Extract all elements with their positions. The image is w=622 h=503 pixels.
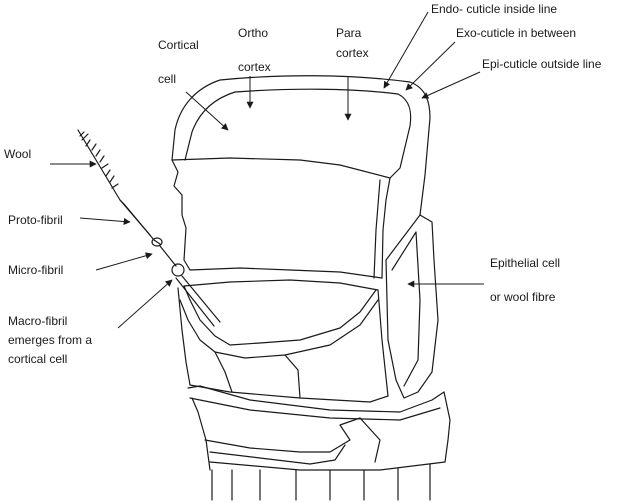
- pointer-arrows: [50, 11, 484, 329]
- epithelial-cell: [385, 214, 439, 399]
- lower-cortical-cell-bottom: [189, 384, 389, 403]
- macro-fibril-lines: [175, 275, 221, 327]
- base-cell-right-edge: [443, 391, 451, 463]
- lower-cortical-partition-2: [284, 354, 301, 399]
- label-macro-fibril-line2: emerges from a: [8, 333, 93, 347]
- micro-fibril-ring: [151, 237, 163, 247]
- label-macro-fibril-line3: cortical cell: [8, 352, 68, 366]
- wool-strand: [77, 129, 151, 236]
- arrow-proto-fibril: [79, 217, 131, 225]
- label-wool: Wool: [4, 147, 32, 161]
- epi-cuticle-outer-line: [171, 75, 431, 216]
- epithelial-cell-inner-line: [391, 231, 421, 387]
- cortical-cell-inner-right-edge: [373, 179, 381, 279]
- endo-cuticle-inner-line: [184, 88, 412, 179]
- lower-cortical-cell-left: [177, 287, 191, 386]
- arrow-macro-fibril: [117, 279, 173, 329]
- label-proto-fibril: Proto-fibril: [8, 213, 63, 227]
- label-para-cortex-line1: Para: [336, 26, 362, 40]
- lower-cortical-cell-inner-outline: [179, 299, 379, 359]
- fibre-hierarchy: [77, 129, 221, 327]
- label-endo-cuticle: Endo- cuticle inside line: [431, 2, 558, 16]
- label-epithelial-cell-line2: or wool fibre: [490, 290, 556, 304]
- proto-fibril-strand: [119, 199, 161, 245]
- macro-fibril-ring: [171, 263, 185, 277]
- label-cortical-cell-line1: Cortical: [158, 38, 199, 52]
- wool-hairs: [79, 131, 119, 189]
- lower-cortical-partition: [214, 351, 233, 393]
- label-cortical-cell-line2: cell: [158, 72, 177, 86]
- arrow-epi-cuticle: [421, 71, 481, 99]
- arrow-cortical-cell: [185, 91, 229, 131]
- arrow-exo-cuticle: [405, 41, 456, 91]
- base-cell-left-edge: [191, 397, 211, 471]
- base-cell-middle-line-2: [209, 444, 346, 465]
- label-epi-cuticle: Epi-cuticle outside line: [482, 57, 602, 71]
- cortical-cell-right-edge: [381, 177, 391, 279]
- base-cell-bottom: [209, 461, 446, 471]
- lower-cortical-cell-outline: [183, 285, 377, 346]
- label-macro-fibril-line1: Macro-fibril: [8, 314, 68, 328]
- cortical-cell-left-edge: [171, 159, 191, 271]
- label-ortho-cortex-line2: cortex: [238, 60, 271, 74]
- micro-fibril-strand: [159, 245, 177, 267]
- base-cells: [187, 385, 451, 471]
- label-epithelial-cell-line1: Epithelial cell: [490, 256, 561, 270]
- cortical-cell-divider-middle-2: [183, 279, 379, 291]
- epithelial-cell-outline: [385, 214, 439, 399]
- fibre-ends: [211, 463, 431, 501]
- base-cell-top: [187, 385, 445, 413]
- base-cell-top-inner: [189, 397, 441, 421]
- label-ortho-cortex-line1: Ortho: [238, 26, 269, 40]
- lower-cortical-right: [377, 289, 389, 397]
- cortical-cells: [171, 157, 391, 403]
- label-micro-fibril: Micro-fibril: [8, 263, 64, 277]
- arrow-micro-fibril: [95, 252, 153, 271]
- cortical-cell-divider-top: [171, 157, 391, 179]
- base-cell-middle-line: [204, 417, 361, 453]
- cuticle-layers: [171, 75, 431, 216]
- label-para-cortex-line2: cortex: [336, 46, 369, 60]
- label-exo-cuticle: Exo-cuticle in between: [456, 26, 577, 40]
- base-cell-right-inner: [359, 417, 381, 463]
- cortical-cell-divider-middle: [189, 267, 383, 279]
- arrow-endo-cuticle: [383, 11, 429, 89]
